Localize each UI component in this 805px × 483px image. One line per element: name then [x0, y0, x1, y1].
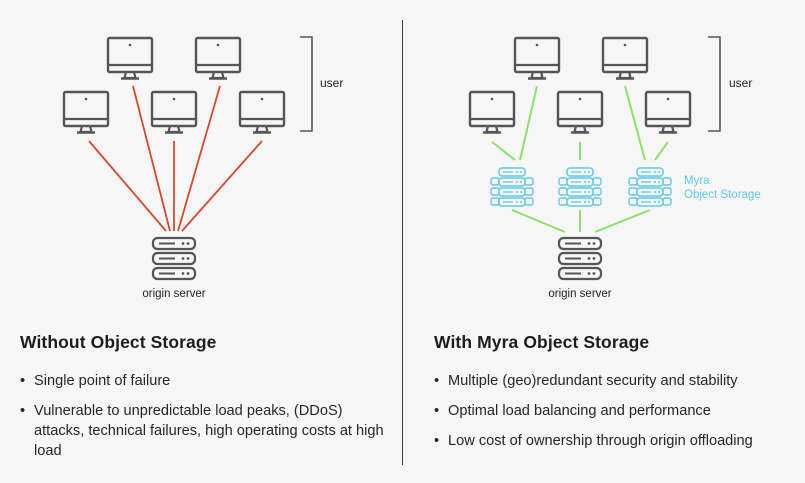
- server-icon: [557, 236, 603, 281]
- list-item: Multiple (geo)redundant security and sta…: [434, 371, 799, 391]
- right-link-4: [624, 85, 646, 161]
- left-link-2: [132, 85, 171, 232]
- right-connection-lines: [491, 85, 669, 233]
- right-link-8: [594, 209, 651, 233]
- storage-label-line1: Myra: [684, 175, 710, 187]
- monitor-icon: [106, 36, 154, 80]
- storage-label-line2: Object Storage: [684, 189, 761, 201]
- user-label: user: [320, 76, 343, 90]
- right-link-5: [654, 141, 669, 161]
- server-icon: [151, 236, 197, 281]
- user-bracket: [300, 36, 313, 132]
- monitor-icon: [468, 90, 516, 134]
- list-item: Optimal load balancing and performance: [434, 401, 799, 421]
- left-description: Without Object Storage Single point of f…: [20, 332, 390, 471]
- left-connection-lines: [88, 85, 263, 232]
- left-link-5: [181, 140, 263, 232]
- left-link-1: [88, 140, 167, 232]
- monitor-icon: [644, 90, 692, 134]
- monitor-icon: [601, 36, 649, 80]
- monitor-icon: [238, 90, 286, 134]
- storage-server-icon: [490, 167, 534, 207]
- origin-server-label: origin server: [142, 288, 205, 300]
- right-heading: With Myra Object Storage: [434, 332, 650, 352]
- storage-server-icon: [628, 167, 672, 207]
- monitor-icon: [556, 90, 604, 134]
- right-bullet-list: Multiple (geo)redundant security and sta…: [434, 371, 799, 451]
- storage-server-icon: [558, 167, 602, 207]
- list-item: Low cost of ownership through origin off…: [434, 431, 799, 451]
- monitor-icon: [194, 36, 242, 80]
- user-bracket: [708, 36, 721, 132]
- right-link-2: [519, 85, 538, 161]
- left-heading: Without Object Storage: [20, 332, 217, 352]
- list-item: Vulnerable to unpredictable load peaks, …: [20, 401, 390, 461]
- monitor-icon: [150, 90, 198, 134]
- monitor-icon: [62, 90, 110, 134]
- left-bullet-list: Single point of failure Vulnerable to un…: [20, 371, 390, 461]
- list-item: Single point of failure: [20, 371, 390, 391]
- left-link-4: [177, 85, 221, 232]
- right-description: With Myra Object Storage Multiple (geo)r…: [434, 332, 799, 461]
- panel-divider: [402, 20, 403, 465]
- origin-server-label: origin server: [548, 288, 611, 300]
- right-link-6: [511, 209, 566, 233]
- user-label: user: [729, 76, 752, 90]
- monitor-icon: [513, 36, 561, 80]
- right-link-1: [491, 141, 516, 161]
